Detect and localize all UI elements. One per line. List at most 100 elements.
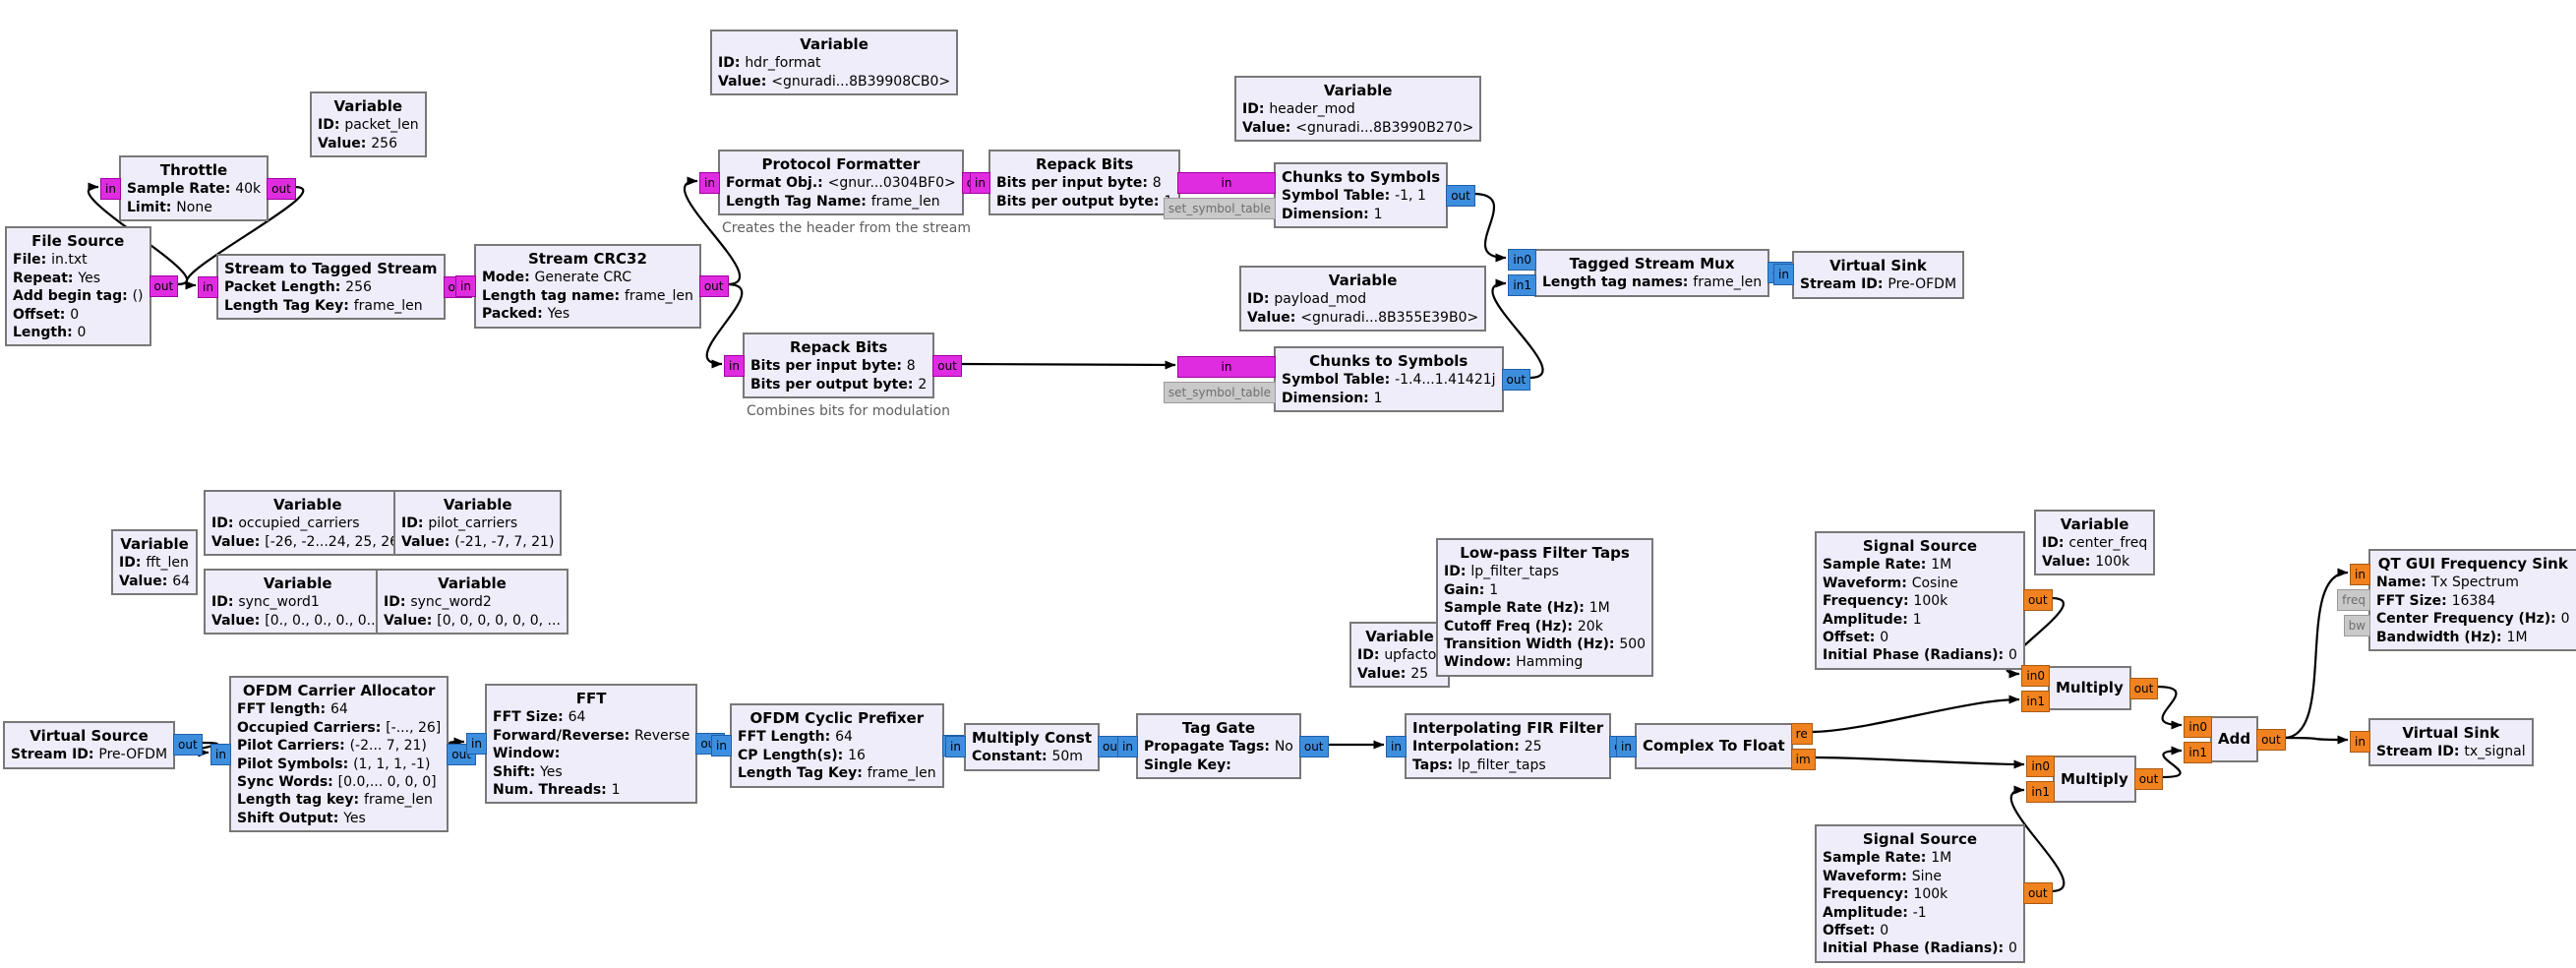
connection[interactable] bbox=[959, 360, 1176, 370]
port-out[interactable]: out bbox=[1298, 735, 1329, 757]
right-ports: out bbox=[173, 723, 203, 767]
connection[interactable] bbox=[2006, 596, 2065, 679]
connection[interactable] bbox=[705, 282, 744, 369]
port-out[interactable]: out bbox=[1501, 368, 1531, 391]
port-out[interactable]: out bbox=[2256, 728, 2286, 751]
port-in0[interactable]: in0 bbox=[2021, 664, 2050, 687]
port-in[interactable]: in bbox=[455, 274, 476, 297]
port-in1[interactable]: in1 bbox=[2026, 781, 2055, 803]
port-in1[interactable]: in1 bbox=[1508, 274, 1536, 297]
port-out[interactable]: out bbox=[149, 275, 179, 298]
connection[interactable] bbox=[2283, 735, 2349, 745]
port-in[interactable]: in bbox=[699, 171, 720, 194]
connection[interactable] bbox=[1813, 756, 2025, 769]
port-re[interactable]: re bbox=[1790, 722, 1813, 745]
port-in[interactable]: in bbox=[1386, 735, 1407, 757]
connection[interactable] bbox=[185, 185, 305, 290]
port-in[interactable]: in bbox=[711, 734, 732, 756]
port-out[interactable]: out bbox=[2022, 589, 2053, 612]
port-in[interactable]: in bbox=[1177, 355, 1276, 378]
port-in[interactable]: in bbox=[1773, 264, 1794, 286]
port-out[interactable]: out bbox=[932, 354, 962, 377]
port-in[interactable]: in bbox=[210, 743, 231, 765]
port-in1[interactable]: in1 bbox=[2021, 690, 2050, 712]
connection[interactable] bbox=[2161, 746, 2183, 779]
port-in[interactable]: in bbox=[724, 354, 745, 377]
block-param: ID: sync_word2 bbox=[384, 594, 492, 611]
port-out[interactable]: out bbox=[2022, 882, 2053, 905]
port-out[interactable]: out bbox=[698, 274, 729, 297]
port-bw[interactable]: bw bbox=[2343, 614, 2370, 636]
port-out[interactable]: out bbox=[2128, 677, 2159, 699]
connection[interactable] bbox=[2009, 785, 2066, 893]
port-in[interactable]: in bbox=[2350, 563, 2370, 585]
port-freq_in[interactable]: freq bbox=[2337, 588, 2370, 611]
port-in0[interactable]: in0 bbox=[2184, 715, 2212, 738]
port-out[interactable]: out bbox=[267, 177, 296, 200]
port-out[interactable]: out bbox=[1446, 184, 1475, 207]
port-set_symbol_table[interactable]: set_symbol_table bbox=[1163, 381, 1276, 403]
port-im[interactable]: im bbox=[1790, 748, 1816, 770]
port-set_symbol_table[interactable]: set_symbol_table bbox=[1163, 197, 1276, 219]
port-in[interactable]: in bbox=[1616, 735, 1637, 757]
port-in0[interactable]: in0 bbox=[2026, 756, 2055, 777]
port-in0[interactable]: in0 bbox=[1508, 249, 1536, 272]
connection[interactable] bbox=[683, 176, 742, 286]
port-out[interactable]: out bbox=[173, 734, 203, 756]
port-in[interactable]: in bbox=[1117, 735, 1138, 757]
port-in1[interactable]: in1 bbox=[2184, 741, 2212, 763]
connection[interactable] bbox=[1472, 192, 1507, 263]
port-in[interactable]: in bbox=[466, 733, 487, 756]
port-out[interactable]: out bbox=[2133, 768, 2164, 790]
connection[interactable] bbox=[2283, 568, 2349, 740]
port-in[interactable]: in bbox=[1177, 171, 1276, 194]
connection[interactable] bbox=[1810, 695, 2020, 734]
port-in[interactable]: in bbox=[945, 736, 966, 758]
port-in[interactable]: in bbox=[198, 275, 218, 298]
connection[interactable] bbox=[2156, 685, 2183, 730]
port-in[interactable]: in bbox=[100, 177, 121, 200]
port-in[interactable]: in bbox=[970, 171, 990, 194]
port-in[interactable]: in bbox=[2350, 731, 2370, 754]
connection[interactable] bbox=[1491, 278, 1544, 380]
